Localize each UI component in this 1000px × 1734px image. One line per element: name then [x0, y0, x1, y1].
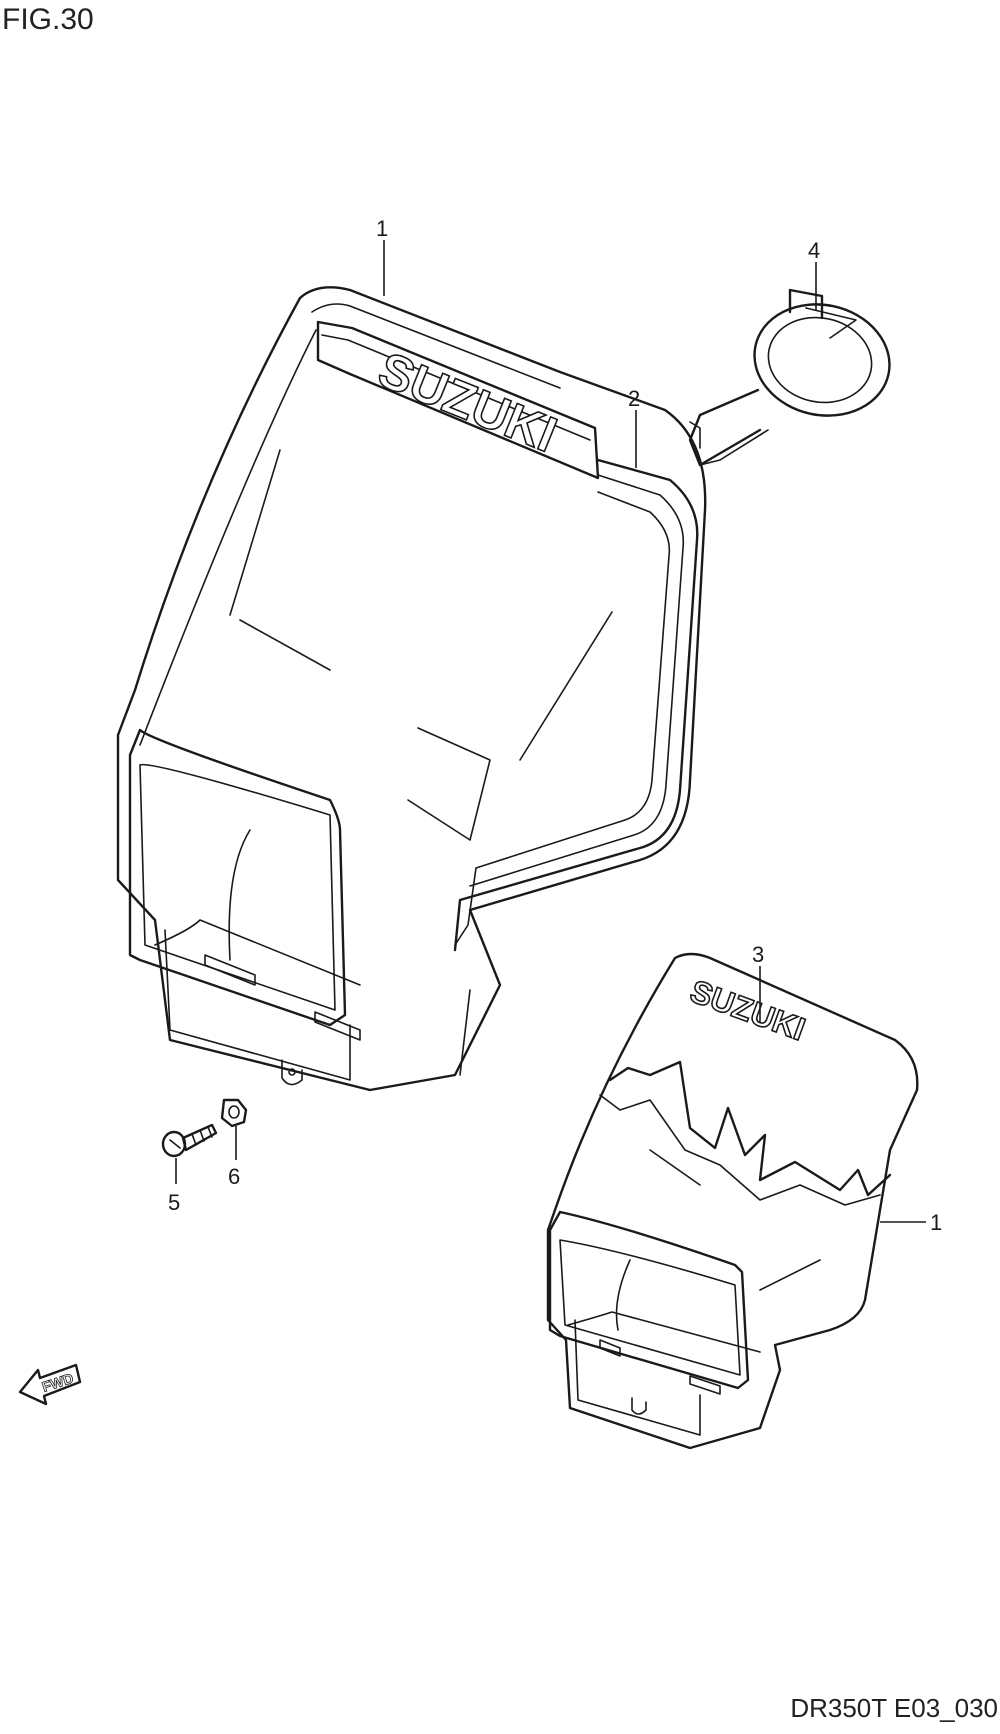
- document-code: DR350T E03_030: [790, 1693, 998, 1723]
- callout-2: 2: [628, 386, 640, 411]
- suzuki-decal-text-small: SUZUKI: [686, 973, 810, 1048]
- callout-4: 4: [808, 238, 820, 263]
- headlight-clamp: [688, 288, 891, 467]
- headlight-cowl-small: SUZUKI: [546, 952, 919, 1450]
- leader-lines: [175, 240, 926, 1223]
- callout-1-small-cowl: 1: [930, 1210, 942, 1235]
- bolt: [161, 1123, 218, 1158]
- callout-1-large-cowl: 1: [376, 216, 388, 241]
- nut: [220, 1098, 248, 1128]
- suzuki-decal-text-large: SUZUKI: [371, 341, 565, 463]
- callout-3: 3: [752, 942, 764, 967]
- forward-direction-marker: FWD: [18, 1363, 82, 1406]
- callout-5: 5: [168, 1190, 180, 1215]
- figure-label: FIG.30: [2, 3, 94, 36]
- headlight-cowl-large: [116, 286, 707, 1092]
- callout-numbers: 1 2 4 3 1 5 6: [168, 216, 942, 1235]
- callout-6: 6: [228, 1164, 240, 1189]
- suzuki-decal-large: SUZUKI: [316, 320, 600, 480]
